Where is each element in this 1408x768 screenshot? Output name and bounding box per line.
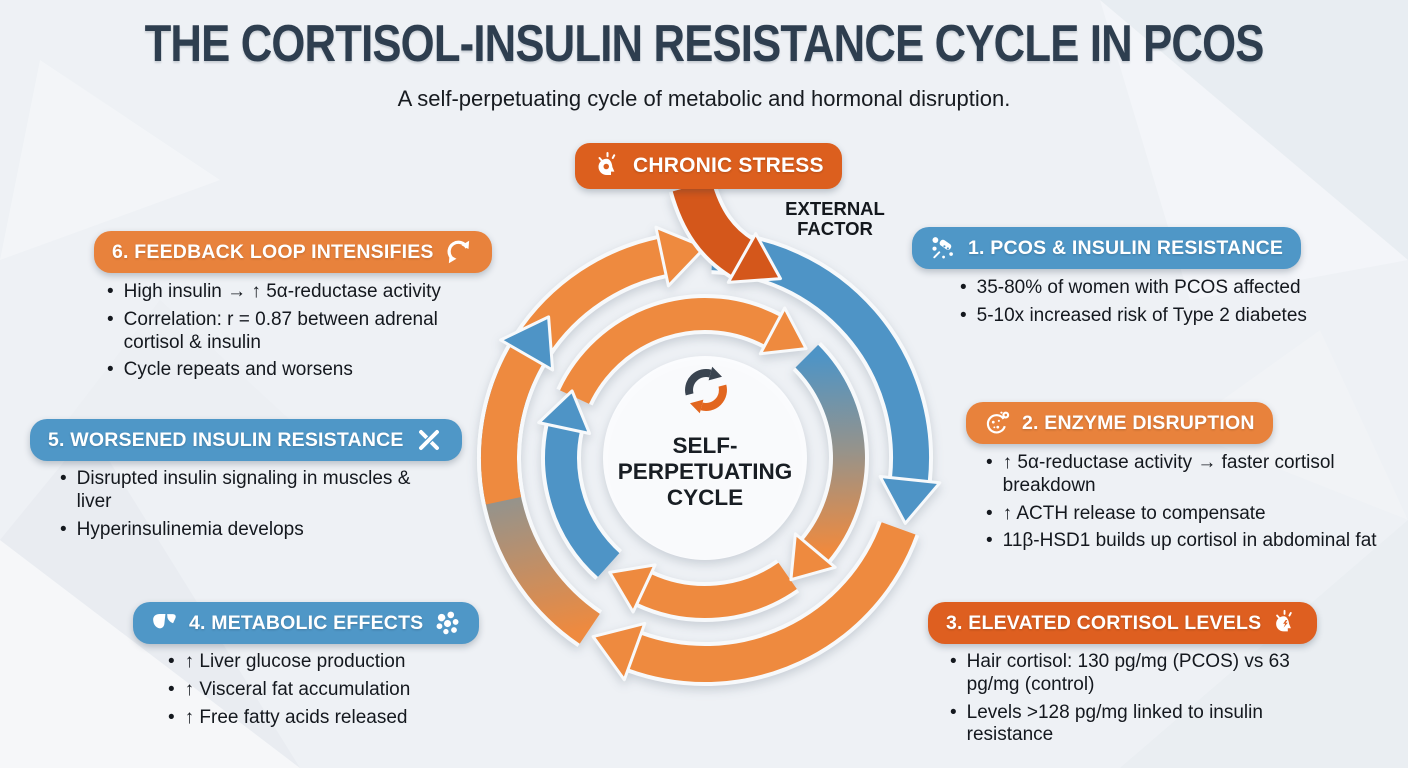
external-factor-line1: EXTERNAL xyxy=(785,198,885,219)
list-item: •5-10x increased risk of Type 2 diabetes xyxy=(960,304,1307,326)
stress-inflow-arrow xyxy=(668,179,782,284)
box4-label: 4. METABOLIC EFFECTS xyxy=(189,611,424,634)
box2-label: 2. ENZYME DISRUPTION xyxy=(1022,411,1255,434)
box5-label: 5. WORSENED INSULIN RESISTANCE xyxy=(48,428,404,451)
liver-icon xyxy=(153,613,176,629)
list-item: •↑ 5α-reductase activity → faster cortis… xyxy=(986,452,1335,496)
list-item: •↑ Liver glucose production xyxy=(168,651,406,672)
box1-bullets: •35-80% of women with PCOS affected •5-1… xyxy=(960,277,1326,333)
box3-label: 3. ELEVATED CORTISOL LEVELS xyxy=(946,611,1262,634)
list-item: •11β-HSD1 builds up cortisol in abdomina… xyxy=(986,530,1377,552)
box4-bullets: •↑ Liver glucose production •↑ Visceral … xyxy=(168,651,468,734)
fat-cells-icon xyxy=(435,610,461,636)
list-item: •High insulin → ↑ 5α-reductase activity xyxy=(107,281,441,302)
list-item: •Disrupted insulin signaling in muscles … xyxy=(60,468,411,512)
box3-header: 3. ELEVATED CORTISOL LEVELS xyxy=(928,602,1318,644)
center-label-line2: CYCLE xyxy=(666,484,744,510)
box1-header: 1. PCOS & INSULIN RESISTANCE xyxy=(912,227,1302,269)
refresh-cycle-icon xyxy=(447,240,469,264)
box2-bullets: •↑ 5α-reductase activity → faster cortis… xyxy=(986,452,1398,558)
stressed-head-icon xyxy=(598,152,616,175)
box6-label: 6. FEEDBACK LOOP INTENSIFIES xyxy=(112,240,434,263)
enzyme-cell-icon xyxy=(986,411,1010,434)
cycle-diagram xyxy=(477,179,942,687)
syringe-cells-icon xyxy=(932,237,953,259)
box5-bullets: •Disrupted insulin signaling in muscles … xyxy=(60,468,412,546)
center-label-line1: SELF-PERPETUATING xyxy=(617,433,793,484)
inner-ring-arrowheads xyxy=(537,306,837,614)
box2-header: 2. ENZYME DISRUPTION xyxy=(966,402,1273,444)
self-perpetuating-cycle-icon xyxy=(685,366,727,414)
page-title: THE CORTISOL-INSULIN RESISTANCE CYCLE IN… xyxy=(144,15,1265,73)
list-item: •Correlation: r = 0.87 between adrenal c… xyxy=(107,308,438,353)
inner-ring-arrows xyxy=(545,298,865,618)
chronic-stress-label: CHRONIC STRESS xyxy=(633,154,824,177)
center-label: SELF-PERPETUATING CYCLE xyxy=(597,433,813,511)
box6-bullets: •High insulin → ↑ 5α-reductase activity … xyxy=(107,281,475,387)
stressed-head-icon xyxy=(1276,609,1293,632)
chronic-stress-badge: CHRONIC STRESS xyxy=(575,143,842,189)
list-item: •35-80% of women with PCOS affected xyxy=(960,277,1301,298)
box3-bullets: •Hair cortisol: 130 pg/mg (PCOS) vs 63 p… xyxy=(950,651,1290,752)
external-factor-label: EXTERNAL FACTOR xyxy=(773,199,897,239)
list-item: •Hair cortisol: 130 pg/mg (PCOS) vs 63 p… xyxy=(950,651,1290,695)
box5-header: 5. WORSENED INSULIN RESISTANCE xyxy=(30,419,462,461)
outer-ring-arrowheads xyxy=(499,225,942,682)
list-item: •Cycle repeats and worsens xyxy=(107,359,353,381)
list-item: •↑ ACTH release to compensate xyxy=(986,502,1266,524)
list-item: •Levels >128 pg/mg linked to insulin res… xyxy=(950,701,1263,746)
external-factor-line2: FACTOR xyxy=(797,217,873,239)
list-item: •↑ Visceral fat accumulation xyxy=(168,678,411,700)
box6-header: 6. FEEDBACK LOOP INTENSIFIES xyxy=(94,231,492,273)
crossed-x-icon xyxy=(417,428,440,452)
list-item: •↑ Free fatty acids released xyxy=(168,706,408,728)
list-item: •Hyperinsulinemia develops xyxy=(60,518,304,540)
box1-label: 1. PCOS & INSULIN RESISTANCE xyxy=(968,236,1284,259)
page-subtitle: A self-perpetuating cycle of metabolic a… xyxy=(397,86,1011,111)
box4-header: 4. METABOLIC EFFECTS xyxy=(133,602,480,644)
center-circle xyxy=(603,356,807,560)
